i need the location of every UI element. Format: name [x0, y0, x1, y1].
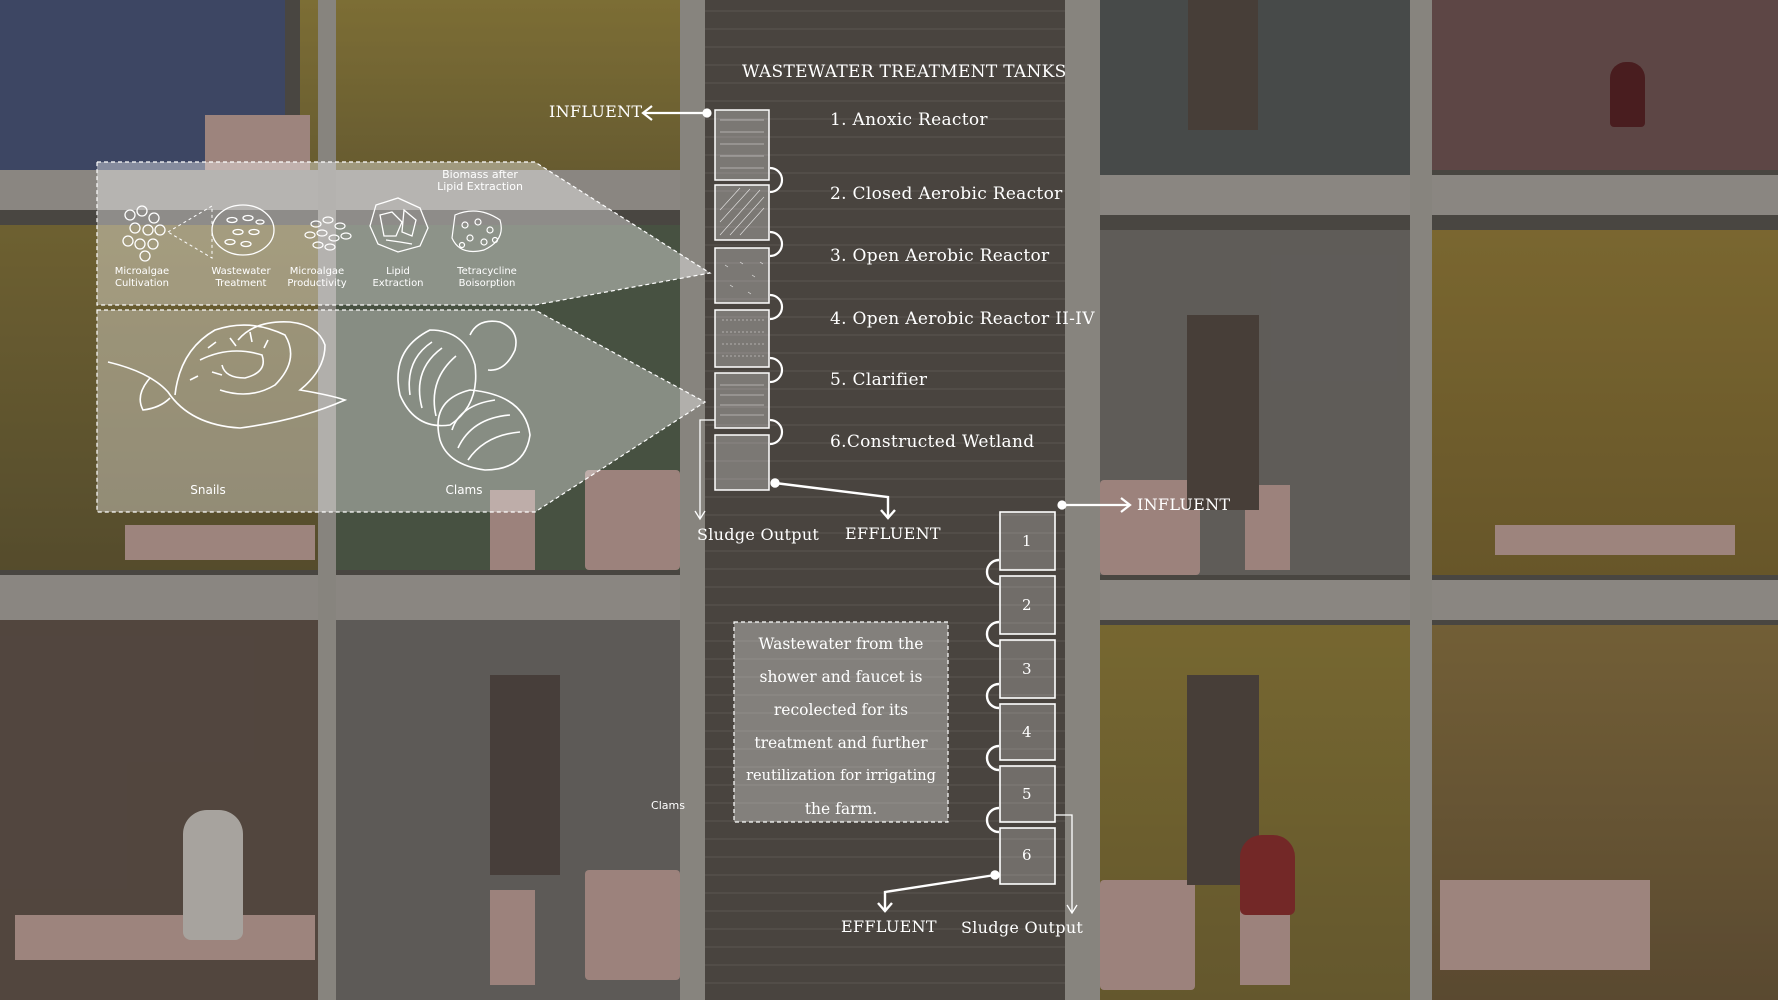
sludge-arrow-top: [694, 419, 715, 521]
process-panel-top: [96, 161, 712, 306]
tank-number-3: 3: [1022, 660, 1032, 678]
wall-column: [1065, 0, 1100, 1000]
info-line: reutilization for irrigating: [746, 768, 936, 784]
info-line: Wastewater from the: [758, 635, 924, 653]
sofa: [1440, 880, 1650, 970]
microalgae-productivity-icon: [304, 216, 352, 251]
sludge-label-top: Sludge Output: [697, 525, 820, 544]
tank-connectors-right: [985, 558, 1000, 834]
info-line: treatment and further: [754, 734, 928, 752]
tank-connectors-top: [769, 166, 784, 446]
toilet: [490, 890, 535, 985]
sofa: [1495, 525, 1735, 555]
diagram-title: WASTEWATER TREATMENT TANKS: [742, 62, 1067, 82]
room-top-bathroom: [300, 0, 680, 170]
tank-number-1: 1: [1022, 532, 1032, 550]
wall-column: [680, 0, 705, 1000]
zoom-lines: [167, 205, 213, 259]
biomass-header: Biomass after Lipid Extraction: [437, 168, 523, 193]
tank-textures: [719, 119, 765, 416]
tank-number-5: 5: [1022, 785, 1032, 803]
sofa: [15, 915, 315, 960]
toilet: [490, 490, 535, 570]
sludge-label-bottom: Sludge Output: [961, 918, 1084, 937]
tank-label-3: 3. Open Aerobic Reactor: [830, 246, 1050, 266]
tank-stack-right: [999, 511, 1056, 885]
info-box-frame: [733, 621, 949, 823]
effluent-label-bottom: EFFLUENT: [841, 917, 937, 936]
effluent-arrow-top: [770, 478, 896, 520]
bathtub: [585, 870, 680, 980]
bathtub: [585, 470, 680, 570]
tank-stack-top: [714, 109, 770, 491]
wall-column: [1410, 0, 1432, 1000]
influent-arrow-top: [641, 105, 712, 121]
info-line: shower and faucet is: [759, 668, 923, 686]
bathtub: [1100, 480, 1200, 575]
clams-label-stray: Clams: [651, 799, 685, 812]
sludge-arrow-bottom: [1055, 814, 1078, 915]
info-line: the farm.: [804, 800, 878, 818]
info-box: Wastewater from the shower and faucet is…: [734, 622, 948, 822]
info-line: recolected for its: [773, 701, 909, 719]
door: [1188, 0, 1258, 130]
effluent-arrow-bottom: [877, 870, 1000, 913]
wastewater-treatment-icon: [211, 204, 275, 256]
snail-illustration: [107, 321, 348, 429]
tank-number-2: 2: [1022, 596, 1032, 614]
bathtub: [1100, 880, 1195, 990]
step-label-5: Tetracycline Boisorption: [457, 266, 517, 289]
tetracycline-biosorption-icon: [451, 210, 502, 253]
microalgae-cultivation-icon: [122, 205, 166, 262]
effluent-label-top: EFFLUENT: [845, 524, 941, 543]
step-label-4: Lipid Extraction: [372, 266, 424, 289]
person: [183, 810, 243, 940]
snails-label: Snails: [190, 483, 226, 497]
influent-label-right: INFLUENT: [1137, 495, 1231, 514]
person: [1240, 835, 1295, 915]
room-mid-right-living: [1430, 230, 1778, 575]
tank-label-6: 6.Constructed Wetland: [830, 432, 1035, 452]
step-label-2: Wastewater Treatment: [211, 266, 271, 289]
clams-illustration: [397, 320, 531, 471]
influent-arrow-right: [1057, 497, 1132, 513]
step-label-3: Microalgae Productivity: [287, 266, 347, 289]
tank-number-6: 6: [1022, 846, 1032, 864]
tank-label-1: 1. Anoxic Reactor: [830, 110, 988, 130]
tank-label-4: 4. Open Aerobic Reactor II-IV: [830, 309, 1095, 329]
bed: [205, 115, 310, 170]
room-top-right-b: [1430, 0, 1778, 170]
lipid-extraction-icon: [369, 197, 429, 253]
organisms-panel: [96, 309, 707, 513]
door: [490, 675, 560, 875]
tank-label-5: 5. Clarifier: [830, 370, 928, 390]
floor-slab: [0, 170, 705, 210]
door: [1187, 315, 1259, 510]
sofa: [125, 525, 315, 560]
step-label-1: Microalgae Cultivation: [114, 266, 170, 289]
tank-number-4: 4: [1022, 723, 1032, 741]
clams-label: Clams: [445, 483, 483, 497]
influent-label-top: INFLUENT: [549, 102, 643, 121]
person: [1610, 62, 1645, 127]
tank-label-2: 2. Closed Aerobic Reactor: [830, 184, 1063, 204]
facade-brick-center: [705, 0, 1065, 1000]
floor-slab: [0, 575, 705, 620]
